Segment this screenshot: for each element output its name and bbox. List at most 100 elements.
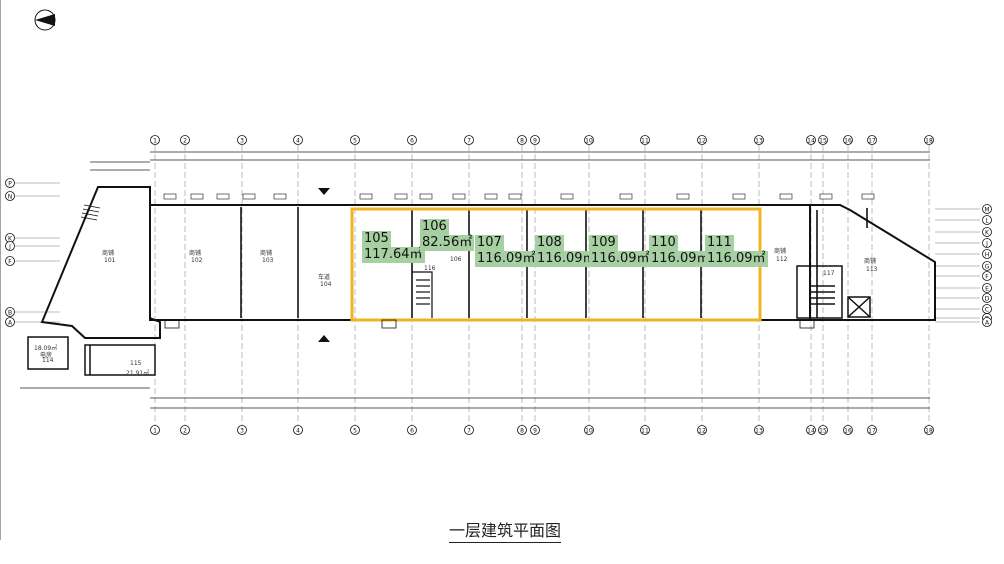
service-rooms-114-115 bbox=[27, 336, 156, 376]
axis-top-1-circle bbox=[150, 135, 160, 145]
axis-left-N-circle bbox=[5, 191, 15, 201]
axis-left-A-label: A bbox=[8, 319, 13, 326]
unit-107-area: 116.09㎡ bbox=[475, 251, 538, 267]
axis-right-F-label: F bbox=[985, 273, 989, 280]
window-marker-3 bbox=[216, 193, 230, 200]
axis-right-H-label: H bbox=[985, 251, 990, 258]
room-114-area: 18.09㎡ bbox=[34, 345, 58, 352]
room-113-label: 商铺 bbox=[864, 258, 877, 265]
axis-bottom-11-circle bbox=[640, 425, 650, 435]
axis-bottom-16-circle bbox=[843, 425, 853, 435]
axis-top-2-label: 2 bbox=[183, 137, 187, 144]
room-115-area: 21.91㎡ bbox=[126, 370, 150, 377]
axis-top-3-circle bbox=[237, 135, 247, 145]
stair-101-icon bbox=[80, 204, 101, 221]
room-101-number: 101 bbox=[104, 257, 116, 264]
axis-top-11-circle bbox=[640, 135, 650, 145]
axis-right-D-label: D bbox=[985, 295, 990, 302]
axis-bottom-7-label: 7 bbox=[467, 427, 471, 434]
axis-bottom-3-label: 3 bbox=[240, 427, 244, 434]
axis-right-C-label: C bbox=[985, 306, 989, 313]
axis-top-16-circle bbox=[843, 135, 853, 145]
window-marker-1 bbox=[163, 193, 177, 200]
axis-bottom-6-label: 6 bbox=[410, 427, 414, 434]
axis-left-F-label: F bbox=[8, 258, 12, 265]
axis-top-4-circle bbox=[293, 135, 303, 145]
axis-right-F-circle bbox=[982, 271, 992, 281]
window-marker-11 bbox=[508, 193, 522, 200]
axis-right-D-circle bbox=[982, 293, 992, 303]
unit-106-number: 106 bbox=[420, 219, 449, 235]
axis-bottom-2-label: 2 bbox=[183, 427, 187, 434]
axis-right-H-circle bbox=[982, 249, 992, 259]
room-106-number: 106 bbox=[450, 256, 462, 263]
unit-108-number: 108 bbox=[535, 235, 564, 251]
axis-left-K-label: K bbox=[8, 235, 13, 242]
axis-bottom-1-circle bbox=[150, 425, 160, 435]
axis-top-16-label: 16 bbox=[844, 137, 852, 144]
axis-bottom-9-label: 9 bbox=[533, 427, 537, 434]
axis-right-L-label: L bbox=[985, 217, 989, 224]
window-marker-15 bbox=[732, 193, 746, 200]
axis-top-1-label: 1 bbox=[153, 137, 157, 144]
room-114-number: 114 bbox=[42, 357, 54, 364]
axis-right-E-circle bbox=[982, 283, 992, 293]
axis-bottom-5-circle bbox=[350, 425, 360, 435]
unit-105-number: 105 bbox=[362, 231, 391, 247]
axis-bottom-13-label: 13 bbox=[755, 427, 763, 434]
axis-top-15-circle bbox=[818, 135, 828, 145]
room-104-label: 车道 bbox=[318, 274, 331, 281]
axis-top-11-label: 11 bbox=[641, 137, 649, 144]
axis-top-4-label: 4 bbox=[296, 137, 300, 144]
unit-106-area: 82.56㎡ bbox=[420, 235, 475, 251]
axis-bottom-15-label: 15 bbox=[819, 427, 827, 434]
axis-top-7-label: 7 bbox=[467, 137, 471, 144]
room-112-label: 商铺 bbox=[774, 248, 787, 255]
axis-bottom-3-circle bbox=[237, 425, 247, 435]
axis-left-P-label: P bbox=[8, 180, 12, 187]
axis-right-M-label: M bbox=[984, 206, 989, 213]
room-117-number: 117 bbox=[823, 270, 835, 277]
axis-top-18-label: 18 bbox=[925, 137, 933, 144]
axis-right-E-label: E bbox=[985, 285, 989, 292]
axis-top-9-label: 9 bbox=[533, 137, 537, 144]
room-101-label: 商铺 bbox=[102, 250, 115, 257]
unit-107-number: 107 bbox=[475, 235, 504, 251]
axis-bottom-4-circle bbox=[293, 425, 303, 435]
axis-bottom-17-label: 17 bbox=[868, 427, 876, 434]
top-dimension-lines bbox=[90, 151, 930, 171]
room-104-number: 104 bbox=[320, 281, 332, 288]
axis-grid-lines bbox=[15, 145, 980, 425]
axis-bottom-17-circle bbox=[867, 425, 877, 435]
axis-top-9-circle bbox=[530, 135, 540, 145]
window-marker-12 bbox=[560, 193, 574, 200]
axis-bubbles-top: 123456789101112131415161718MLKJHGFEDCBAP… bbox=[5, 135, 992, 327]
axis-top-17-circle bbox=[867, 135, 877, 145]
axis-right-K-circle bbox=[982, 227, 992, 237]
axis-left-A-circle bbox=[5, 317, 15, 327]
stair-116-icon bbox=[412, 271, 433, 318]
unit-108-area: 116.09㎡ bbox=[535, 251, 598, 267]
axis-left-P-circle bbox=[5, 178, 15, 188]
unit-110-area: 116.09㎡ bbox=[649, 251, 712, 267]
axis-bottom-10-circle bbox=[584, 425, 594, 435]
axis-right-G-circle bbox=[982, 261, 992, 271]
window-marker-17 bbox=[819, 193, 833, 200]
unit-110-number: 110 bbox=[649, 235, 678, 251]
axis-right-J-circle bbox=[982, 238, 992, 248]
axis-right-G-label: G bbox=[985, 263, 990, 270]
axis-top-8-circle bbox=[517, 135, 527, 145]
window-marker-4 bbox=[242, 193, 256, 200]
axis-top-13-circle bbox=[754, 135, 764, 145]
window-marker-9 bbox=[452, 193, 466, 200]
axis-bottom-18-circle bbox=[924, 425, 934, 435]
axis-top-8-label: 8 bbox=[520, 137, 524, 144]
room-103-label: 商铺 bbox=[260, 250, 273, 257]
window-marker-6 bbox=[359, 193, 373, 200]
axis-bottom-16-label: 16 bbox=[844, 427, 852, 434]
bottom-dimension-lines bbox=[20, 387, 930, 409]
axis-bottom-9-circle bbox=[530, 425, 540, 435]
axis-right-J-label: J bbox=[985, 240, 988, 247]
axis-top-14-label: 14 bbox=[807, 137, 815, 144]
